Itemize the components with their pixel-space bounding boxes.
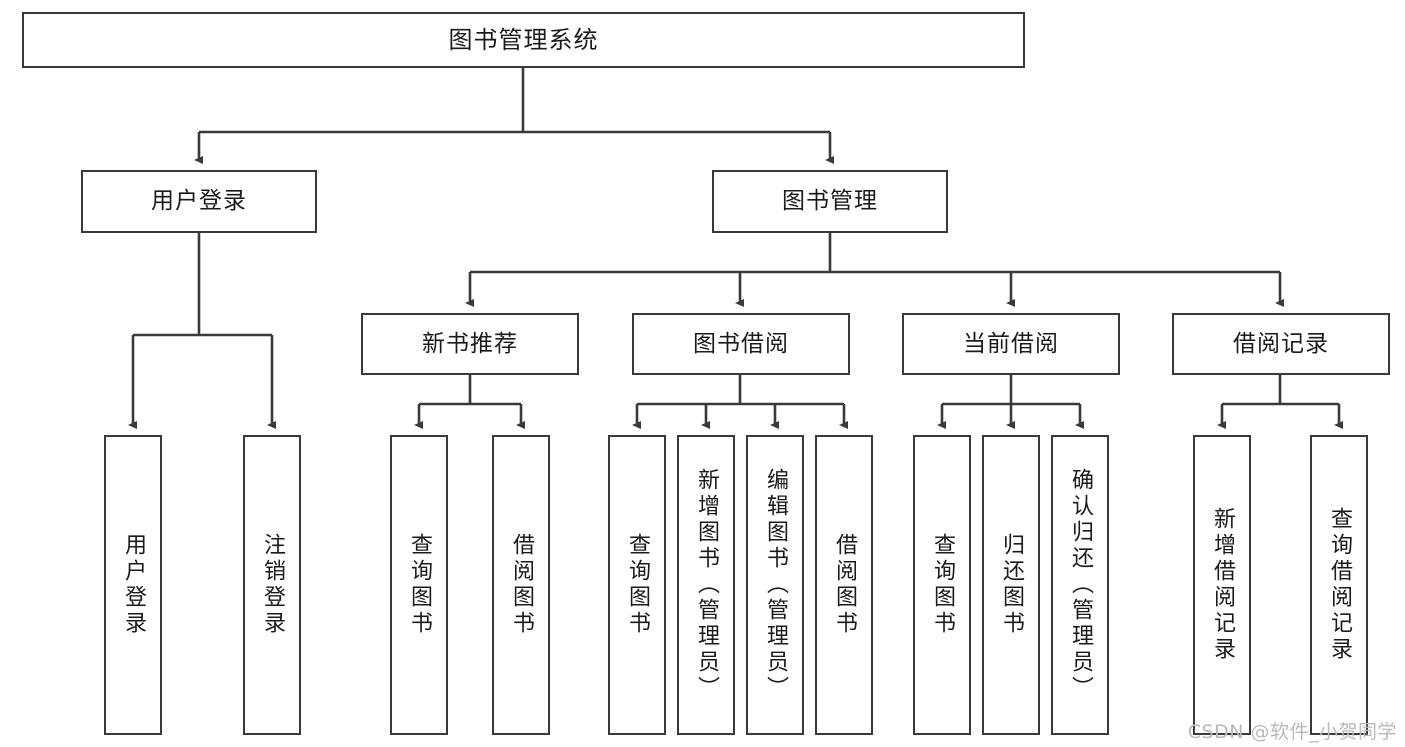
leaf-borrow-query-book[interactable]: 查询图书 [608, 435, 666, 735]
node-label: 归还图书 [999, 533, 1024, 637]
leaf-record-query-record[interactable]: 查询借阅记录 [1310, 435, 1368, 735]
node-label: 新书推荐 [422, 330, 518, 357]
node-label: 查询图书 [407, 533, 432, 637]
node-label: 用户登录 [151, 188, 247, 215]
node-label: 图书管理 [782, 188, 878, 215]
leaf-borrow-edit-book[interactable]: 编辑图书（管理员） [746, 435, 804, 735]
node-label: 编辑图书（管理员） [763, 468, 788, 702]
leaf-record-add-record[interactable]: 新增借阅记录 [1193, 435, 1251, 735]
node-current-borrow[interactable]: 当前借阅 [902, 313, 1120, 375]
leaf-current-return-book[interactable]: 归还图书 [982, 435, 1040, 735]
node-label: 当前借阅 [963, 330, 1059, 357]
node-root-system[interactable]: 图书管理系统 [22, 12, 1025, 68]
node-borrow-record[interactable]: 借阅记录 [1172, 313, 1390, 375]
node-label: 确认归还（管理员） [1068, 468, 1093, 702]
leaf-borrow-borrow-book[interactable]: 借阅图书 [815, 435, 873, 735]
node-label: 图书借阅 [693, 330, 789, 357]
node-label: 查询借阅记录 [1327, 507, 1352, 663]
node-label: 新增借阅记录 [1210, 507, 1235, 663]
node-user-login[interactable]: 用户登录 [81, 170, 317, 233]
node-label: 新增图书（管理员） [694, 468, 719, 702]
node-label: 注销登录 [260, 533, 285, 637]
node-label: 借阅记录 [1233, 330, 1329, 357]
node-label: 图书管理系统 [448, 26, 599, 54]
node-book-management[interactable]: 图书管理 [712, 170, 948, 233]
leaf-current-query-book[interactable]: 查询图书 [913, 435, 971, 735]
leaf-user-login-logout[interactable]: 注销登录 [243, 435, 301, 735]
node-book-borrow[interactable]: 图书借阅 [632, 313, 850, 375]
leaf-recommend-query-book[interactable]: 查询图书 [390, 435, 448, 735]
node-label: 查询图书 [625, 533, 650, 637]
node-label: 查询图书 [930, 533, 955, 637]
leaf-user-login-login[interactable]: 用户登录 [104, 435, 162, 735]
leaf-current-confirm-return[interactable]: 确认归还（管理员） [1051, 435, 1109, 735]
leaf-borrow-add-book[interactable]: 新增图书（管理员） [677, 435, 735, 735]
leaf-recommend-borrow-book[interactable]: 借阅图书 [492, 435, 550, 735]
node-new-book-recommend[interactable]: 新书推荐 [361, 313, 579, 375]
node-label: 借阅图书 [509, 533, 534, 637]
node-label: 借阅图书 [832, 533, 857, 637]
node-label: 用户登录 [121, 533, 146, 637]
